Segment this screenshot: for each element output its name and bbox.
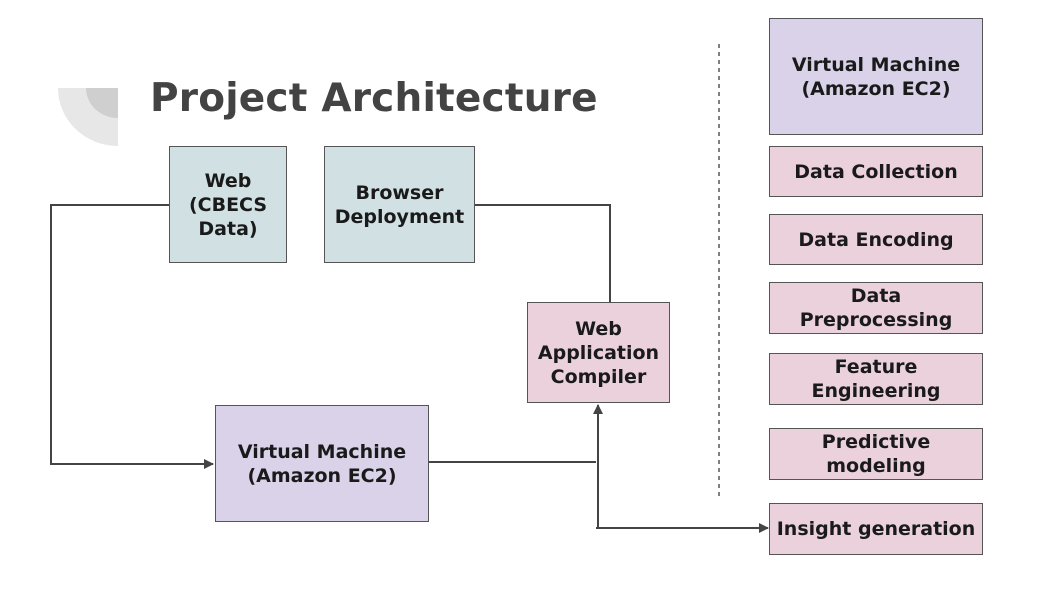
pipeline-step-data-collection: Data Collection: [769, 146, 983, 197]
browser-deployment-box: Browser Deployment: [324, 146, 475, 263]
pipeline-step-data-encoding: Data Encoding: [769, 214, 983, 265]
pipeline-step-predictive-modeling: Predictive modeling: [769, 428, 983, 480]
connector-browser-to-compiler: [474, 204, 611, 302]
connector-web-to-vm: [50, 204, 214, 469]
decorative-arc-icon: [58, 88, 118, 146]
pipeline-step-insight-generation: Insight generation: [769, 503, 983, 555]
web-cbecs-data-box: Web (CBECS Data): [169, 146, 287, 263]
page-title: Project Architecture: [150, 76, 598, 121]
pipeline-step-feature-engineering: Feature Engineering: [769, 353, 983, 405]
pipeline-step-data-preprocessing: Data Preprocessing: [769, 282, 983, 334]
virtual-machine-box: Virtual Machine (Amazon EC2): [215, 405, 429, 522]
web-application-compiler-box: Web Application Compiler: [527, 302, 670, 403]
pipeline-header-box: Virtual Machine (Amazon EC2): [769, 18, 983, 135]
